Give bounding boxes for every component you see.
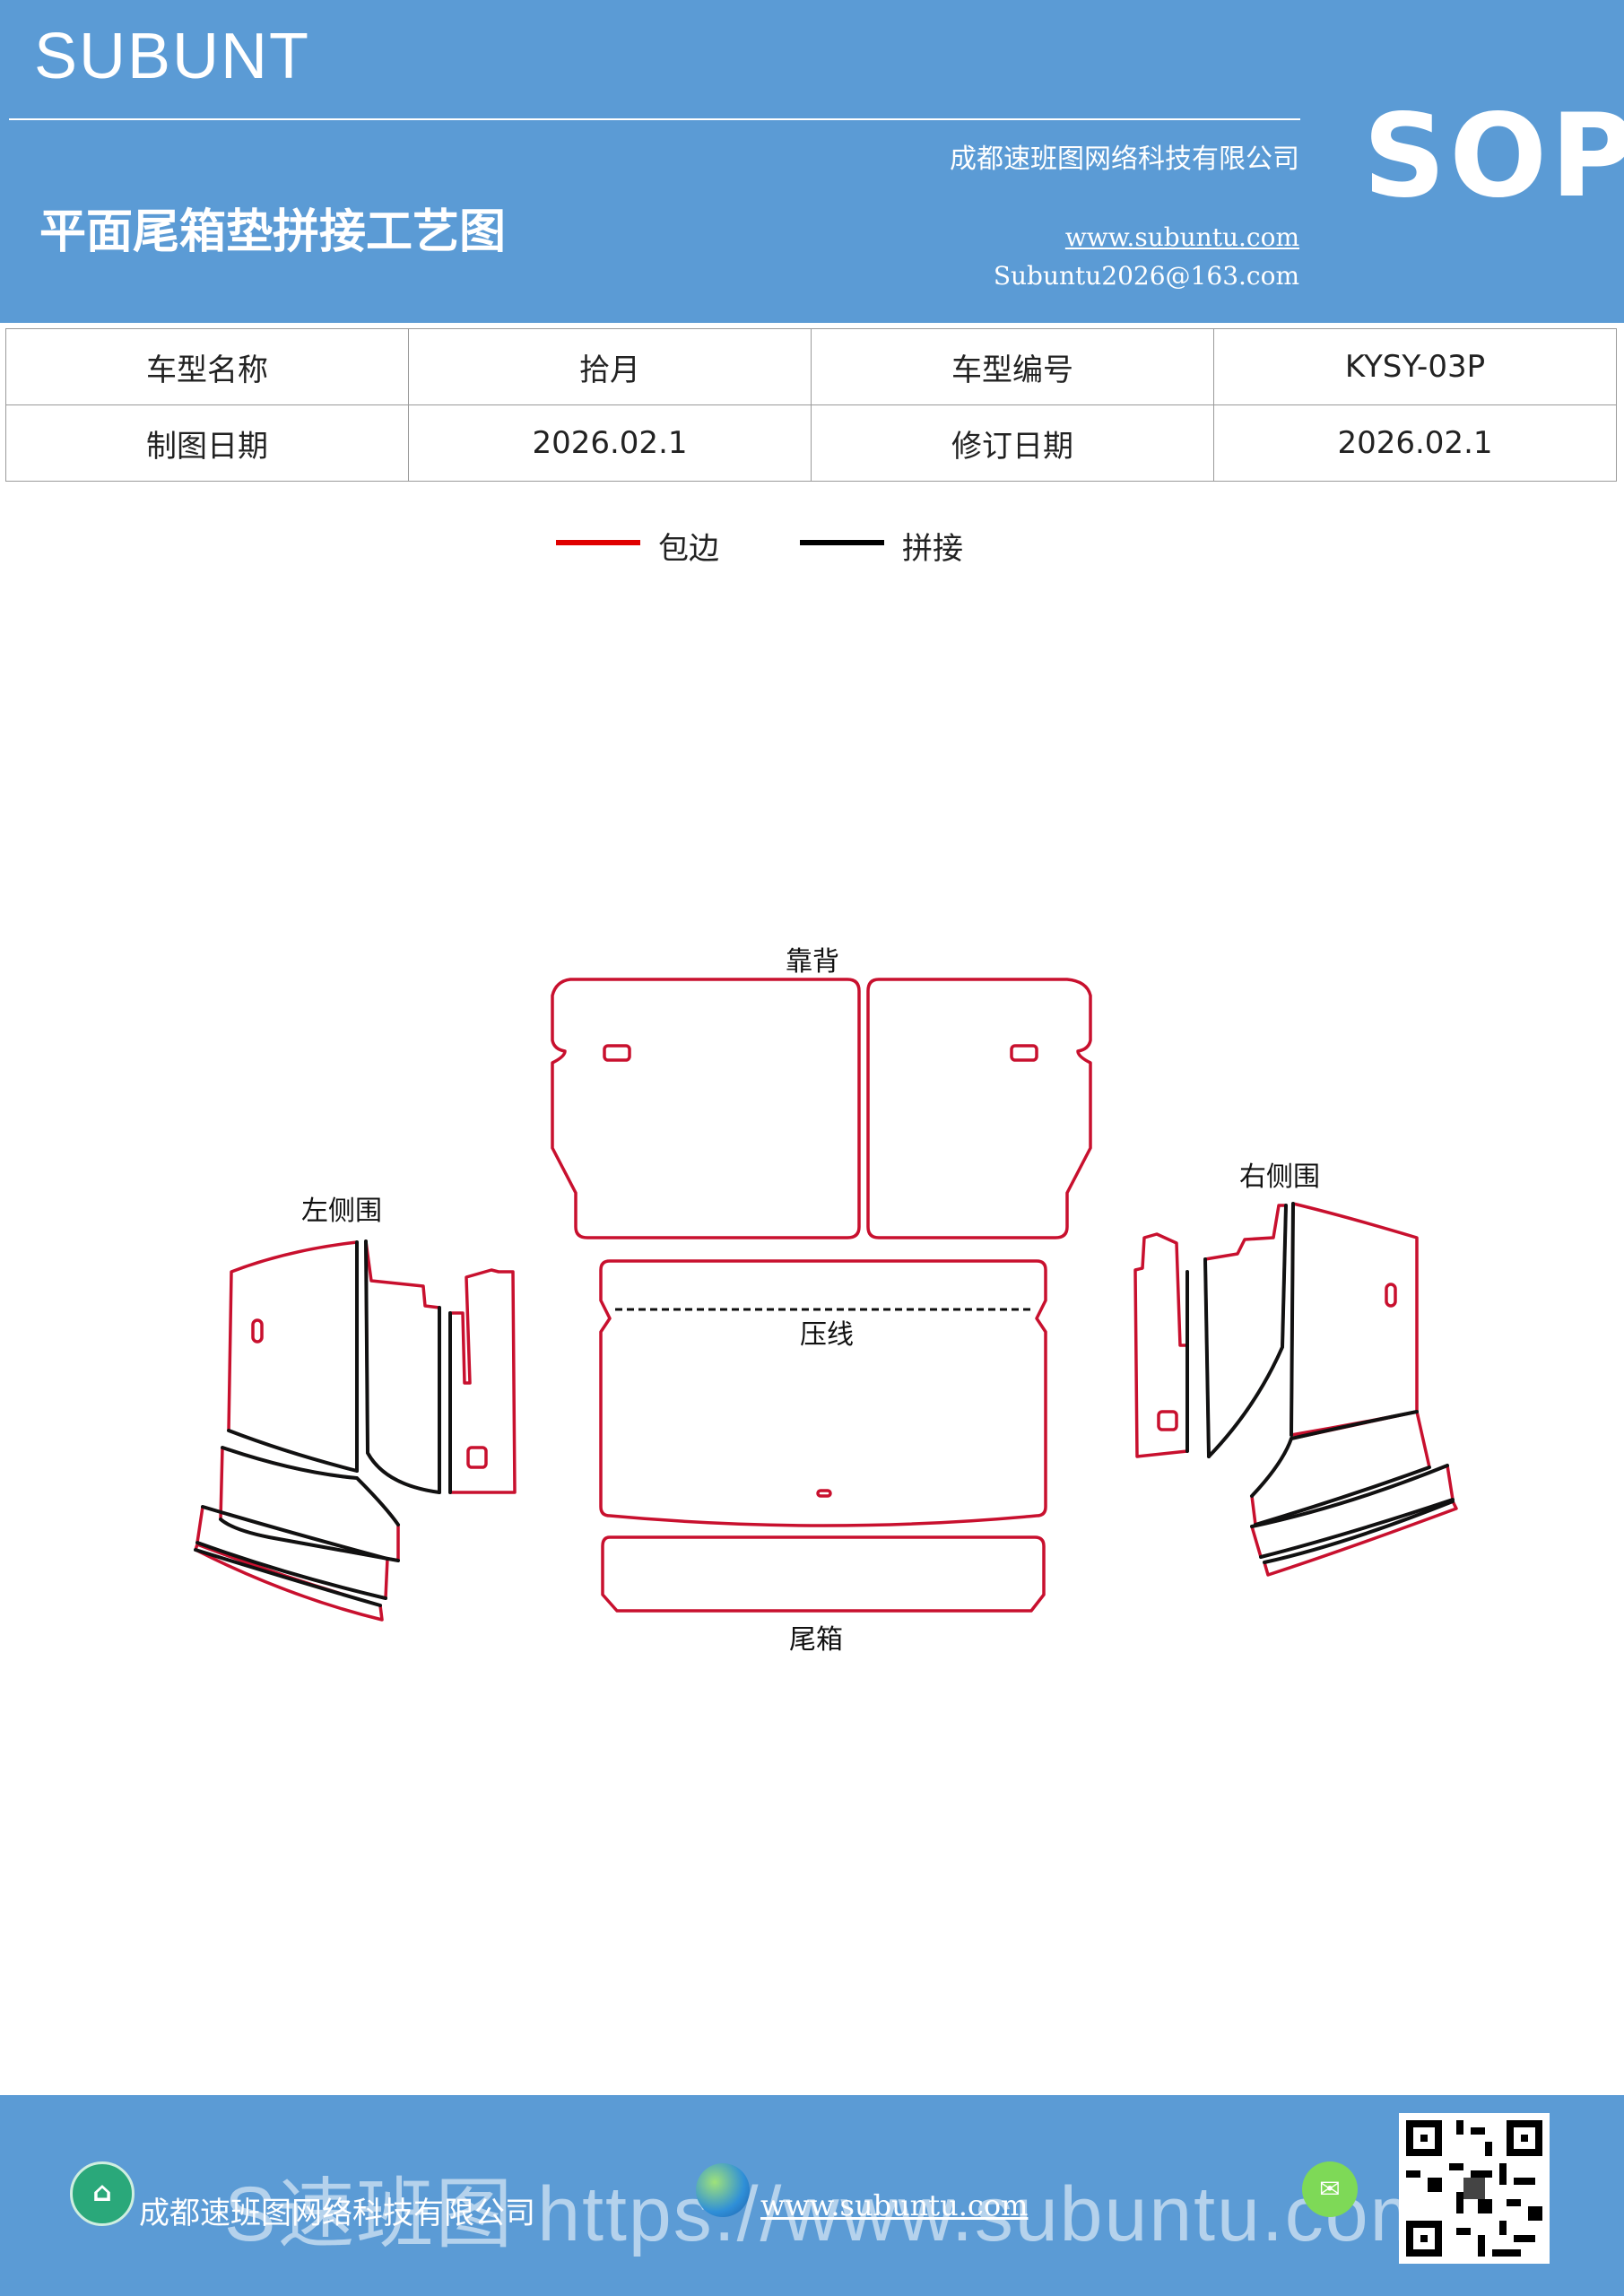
table-cell: 修订日期: [811, 404, 1214, 482]
vehicle-info-table: 车型名称 拾月 车型编号 KYSY-03P 制图日期 2026.02.1 修订日…: [5, 328, 1617, 482]
legend-edge-swatch: [556, 540, 640, 545]
contact-email[interactable]: Subuntu2026@163.com: [993, 261, 1299, 291]
label-trunk: 尾箱: [789, 1624, 843, 1656]
left-side-small: [448, 1268, 517, 1494]
seam-right-5: [1290, 1410, 1419, 1440]
right-side-small: [1133, 1232, 1189, 1458]
legend-seam-label: 拼接: [902, 531, 963, 567]
right-side-main: [1290, 1202, 1419, 1437]
right-side-slot: [1157, 1410, 1178, 1431]
seam-right-6: [1250, 1437, 1293, 1498]
seam-left-7: [219, 1518, 400, 1562]
trunk-edge-panel: [601, 1535, 1046, 1613]
label-right-side: 右侧围: [1239, 1161, 1320, 1193]
seam-right-8: [1250, 1464, 1449, 1528]
sop-label: SOP: [1363, 90, 1624, 223]
left-side-hole: [251, 1318, 264, 1344]
globe-icon: [696, 2163, 750, 2217]
left-side-slot: [466, 1446, 488, 1469]
table-row: 制图日期 2026.02.1 修订日期 2026.02.1: [5, 404, 1617, 482]
table-cell: 车型编号: [811, 328, 1214, 405]
footer-watermark: S速班图 https://www.subuntu.com: [224, 2171, 1437, 2257]
wechat-icon: ✉: [1302, 2161, 1358, 2217]
left-side-mid: [364, 1239, 441, 1494]
backrest-right-panel: [866, 978, 1092, 1239]
legend: 包边 拼接: [0, 518, 1624, 581]
table-cell: 2026.02.1: [408, 404, 812, 482]
footer-company: 成都速班图网络科技有限公司: [139, 2196, 535, 2231]
label-press-line: 压线: [800, 1319, 854, 1351]
seam-left-6: [221, 1446, 400, 1526]
label-backrest: 靠背: [786, 946, 839, 978]
seam-left-10: [194, 1548, 382, 1607]
seam-right-10: [1263, 1500, 1455, 1564]
legend-edge-label: 包边: [658, 531, 719, 567]
legend-seam-swatch: [800, 540, 884, 545]
table-cell: KYSY-03P: [1213, 328, 1617, 405]
seam-left-2: [364, 1239, 441, 1494]
left-sill-3: [194, 1543, 384, 1622]
seam-left-9: [195, 1541, 387, 1600]
seam-left-8: [201, 1505, 389, 1561]
company-name: 成都速班图网络科技有限公司: [950, 144, 1299, 175]
right-side-mid: [1203, 1204, 1288, 1458]
label-left-side: 左侧围: [301, 1196, 382, 1227]
seam-right-9: [1259, 1498, 1455, 1559]
backrest-right-slot: [1010, 1044, 1038, 1062]
building-icon: ⌂: [70, 2161, 135, 2226]
backrest-left-slot: [603, 1044, 631, 1062]
floor-mark: [816, 1489, 832, 1498]
seam-right-3: [1203, 1257, 1211, 1458]
table-cell: 车型名称: [5, 328, 409, 405]
seam-right-7: [1254, 1465, 1431, 1526]
seam-right-2: [1207, 1204, 1288, 1458]
footer-website-link[interactable]: www.subuntu.com: [760, 2188, 1029, 2222]
seam-left-5: [227, 1429, 359, 1473]
seam-right-1: [1290, 1202, 1295, 1437]
table-cell: 拾月: [408, 328, 812, 405]
floor-panel: [599, 1259, 1047, 1527]
table-cell: 制图日期: [5, 404, 409, 482]
footer-banner: ⌂ 成都速班图网络科技有限公司 S速班图 https://www.subuntu…: [0, 2095, 1624, 2296]
brand-logo: SUBUNT: [34, 21, 311, 92]
backrest-left-panel: [551, 978, 861, 1239]
header-divider: [9, 118, 1300, 120]
page-title: 平面尾箱垫拼接工艺图: [39, 204, 507, 259]
table-row: 车型名称 拾月 车型编号 KYSY-03P: [5, 328, 1617, 405]
table-cell: 2026.02.1: [1213, 404, 1617, 482]
website-link[interactable]: www.subuntu.com: [1064, 222, 1299, 252]
right-side-hole: [1385, 1283, 1397, 1308]
header-banner: SUBUNT SOP 成都速班图网络科技有限公司 平面尾箱垫拼接工艺图 www.…: [0, 0, 1624, 323]
qr-code-icon: [1399, 2113, 1550, 2264]
